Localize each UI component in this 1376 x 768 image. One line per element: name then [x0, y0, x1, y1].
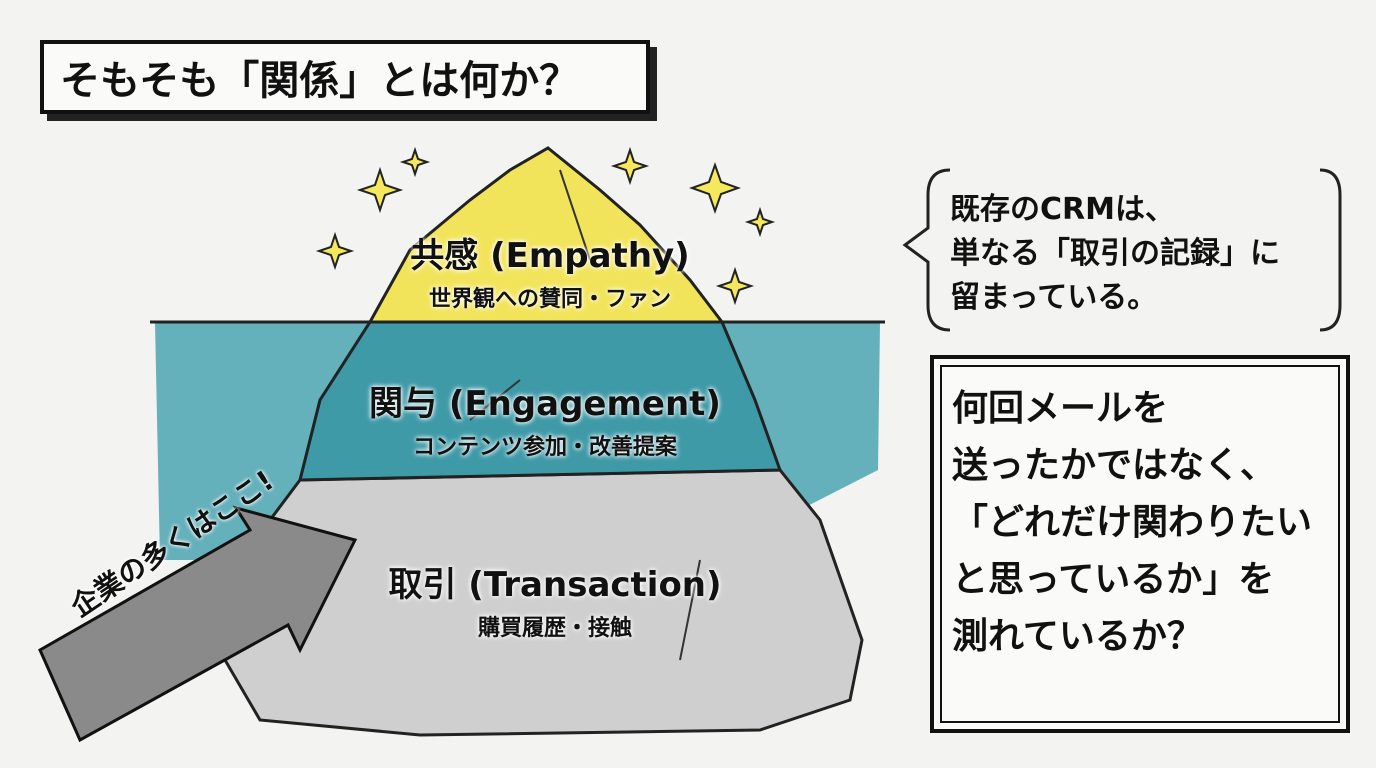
question-box — [930, 355, 1350, 733]
layer-subtitle: コンテンツ参加・改善提案 — [412, 435, 677, 460]
title-text: そもそも「関係」とは何か？ — [60, 58, 580, 104]
layer-title: 取引 (Transaction) — [388, 565, 722, 605]
page-title: そもそも「関係」とは何か？ — [40, 40, 650, 114]
speech-bubble-brace — [902, 168, 1342, 332]
layer-title: 関与 (Engagement) — [369, 384, 721, 424]
bubble-line: 留まっている。 — [950, 280, 1158, 315]
layer-transaction: 取引 (Transaction) 購買履歴・接触 — [360, 557, 750, 642]
speech-bubble: 既存のCRMは、 単なる「取引の記録」に 留まっている。 — [950, 188, 1280, 320]
layer-subtitle: 世界観への賛同・ファン — [428, 287, 671, 312]
layer-empathy: 共感 (Empathy) 世界観への賛同・ファン — [380, 228, 720, 313]
layer-title: 共感 (Empathy) — [410, 236, 690, 276]
question-text: 何回メールを 送ったかではなく、 「どれだけ関わりたい と思っているか」を 測れ… — [952, 388, 1313, 657]
layer-subtitle: 購買履歴・接触 — [477, 616, 632, 641]
sparkle-icons — [315, 146, 776, 306]
arrow-shape — [38, 505, 358, 743]
bubble-line: 単なる「取引の記録」に — [950, 236, 1280, 271]
layer-engagement: 関与 (Engagement) コンテンツ参加・改善提案 — [330, 376, 760, 461]
iceberg-empathy-layer — [367, 146, 726, 324]
bubble-line: 既存のCRMは、 — [950, 192, 1175, 227]
